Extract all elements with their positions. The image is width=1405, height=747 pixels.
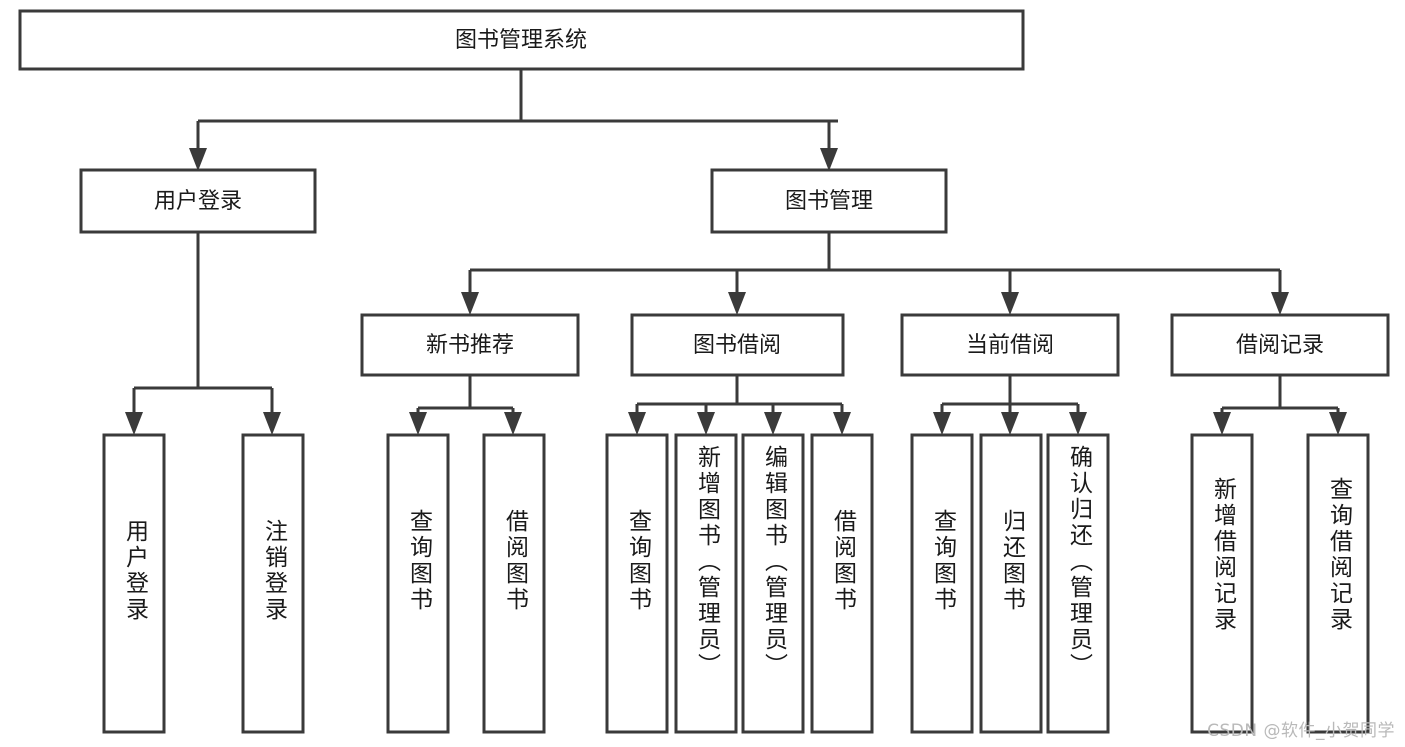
arrow-head-icon <box>833 412 851 435</box>
leaf-node-query-book-current[interactable] <box>910 433 974 734</box>
node-book-borrow[interactable]: 图书借阅 <box>630 313 845 377</box>
connector-group-records-to-leaves <box>1213 375 1347 435</box>
node-book-management[interactable]: 图书管理 <box>710 168 948 234</box>
arrow-head-icon <box>189 148 207 171</box>
connector-group-userlogin-to-leaves <box>125 232 281 435</box>
connector-group-bookmgmt-to-level2 <box>461 232 1289 315</box>
node-box-shape <box>360 313 580 377</box>
arrow-head-icon <box>504 412 522 435</box>
node-box-shape <box>1046 433 1110 734</box>
node-box-shape <box>18 9 1025 71</box>
leaf-node-borrow-book-recommend[interactable] <box>482 433 546 734</box>
leaf-node-confirm-return-admin[interactable] <box>1046 433 1110 734</box>
node-user-login[interactable]: 用户登录 <box>79 168 317 234</box>
node-label: 当前借阅 <box>966 333 1054 358</box>
node-box-shape <box>605 433 669 734</box>
node-label: 借阅记录 <box>1236 333 1324 358</box>
connector-group-borrow-to-leaves <box>628 375 851 435</box>
arrow-head-icon <box>697 412 715 435</box>
node-box-shape <box>710 168 948 234</box>
arrow-head-icon <box>1001 292 1019 315</box>
arrow-head-icon <box>1271 292 1289 315</box>
node-box-shape <box>910 433 974 734</box>
watermark-text: CSDN @软件_小贺同学 <box>1207 721 1395 741</box>
leaf-node-query-book-recommend[interactable] <box>386 433 450 734</box>
arrow-head-icon <box>1329 412 1347 435</box>
leaf-node-user-login[interactable] <box>102 433 166 734</box>
node-box-shape <box>241 433 305 734</box>
leaf-node-borrow-book[interactable] <box>810 433 874 734</box>
leaf-node-add-book-admin[interactable] <box>674 433 738 734</box>
arrow-head-icon <box>820 148 838 171</box>
node-label: 图书借阅 <box>693 333 781 358</box>
node-box-shape <box>1306 433 1370 734</box>
leaf-node-query-book-borrow[interactable] <box>605 433 669 734</box>
connector-group-current-to-leaves <box>933 375 1087 435</box>
connector-group-newbooks-to-leaves <box>409 375 522 435</box>
node-box-shape <box>900 313 1120 377</box>
leaf-node-logout[interactable] <box>241 433 305 734</box>
arrow-head-icon <box>933 412 951 435</box>
node-root[interactable]: 图书管理系统 <box>18 9 1025 71</box>
node-box-shape <box>482 433 546 734</box>
node-borrow-records[interactable]: 借阅记录 <box>1170 313 1390 377</box>
arrow-head-icon <box>1069 412 1087 435</box>
arrow-head-icon <box>263 412 281 435</box>
node-box-shape <box>1190 433 1254 734</box>
leaf-node-add-borrow-record[interactable] <box>1190 433 1254 734</box>
node-box-shape <box>1170 313 1390 377</box>
arrow-head-icon <box>1001 412 1019 435</box>
connector-group-root-to-level1 <box>189 69 838 171</box>
leaf-node-query-borrow-record[interactable] <box>1306 433 1370 734</box>
node-box-shape <box>102 433 166 734</box>
node-box-shape <box>810 433 874 734</box>
node-box-shape <box>630 313 845 377</box>
arrow-head-icon <box>125 412 143 435</box>
arrow-head-icon <box>461 292 479 315</box>
node-box-shape <box>979 433 1043 734</box>
node-label: 用户登录 <box>154 189 242 214</box>
arrow-head-icon <box>728 292 746 315</box>
arrow-head-icon <box>628 412 646 435</box>
arrow-head-icon <box>1213 412 1231 435</box>
node-box-shape <box>674 433 738 734</box>
node-box-shape <box>79 168 317 234</box>
node-label: 新书推荐 <box>426 333 514 358</box>
arrow-head-icon <box>409 412 427 435</box>
node-label: 图书管理系统 <box>455 28 587 53</box>
node-box-shape <box>741 433 805 734</box>
leaf-node-return-book[interactable] <box>979 433 1043 734</box>
node-box-shape <box>386 433 450 734</box>
node-current-borrow[interactable]: 当前借阅 <box>900 313 1120 377</box>
leaf-node-edit-book-admin[interactable] <box>741 433 805 734</box>
node-new-book-recommend[interactable]: 新书推荐 <box>360 313 580 377</box>
arrow-head-icon <box>764 412 782 435</box>
node-label: 图书管理 <box>785 189 873 214</box>
